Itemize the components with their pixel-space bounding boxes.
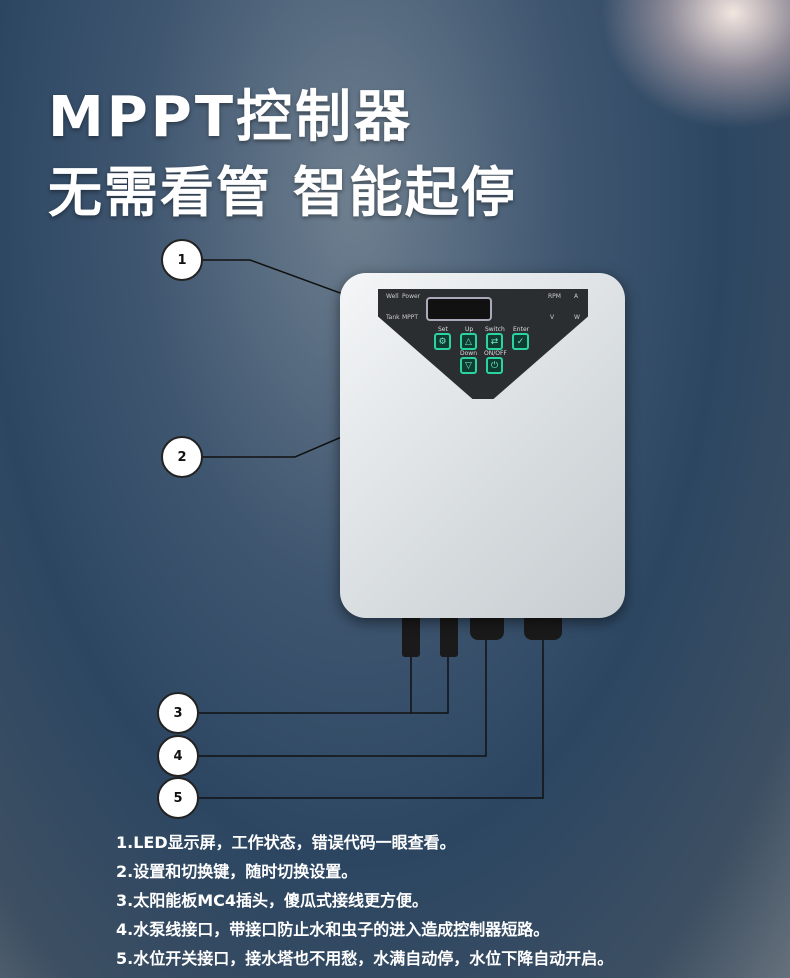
set-button[interactable]: ⚙: [434, 333, 451, 350]
indicator-a: A: [574, 293, 579, 300]
down-label: Down: [460, 350, 478, 357]
feature-2: 2.设置和切换键，随时切换设置。: [116, 862, 358, 881]
callout-3: 3: [157, 692, 199, 734]
mc4-connector-1: [402, 615, 420, 657]
onoff-label: ON/OFF: [484, 350, 507, 357]
power-icon: ⏻: [490, 360, 499, 371]
callout-2: 2: [161, 436, 203, 478]
gear-icon: ⚙: [438, 336, 447, 347]
triangle-down-icon: ▽: [465, 360, 472, 371]
feature-list: 1.LED显示屏，工作状态，错误代码一眼查看。 2.设置和切换键，随时切换设置。…: [116, 828, 766, 973]
mc4-connector-2: [440, 615, 458, 657]
led-display: [426, 297, 492, 321]
indicator-well: Well: [386, 293, 399, 300]
callout-1: 1: [161, 239, 203, 281]
switch-label: Switch: [485, 326, 505, 333]
onoff-button[interactable]: ⏻: [486, 357, 503, 374]
light-flare: [600, 0, 790, 130]
indicator-power: Power: [402, 293, 421, 300]
indicator-w: W: [574, 314, 580, 321]
check-icon: ✓: [516, 336, 525, 347]
callout-4: 4: [157, 735, 199, 777]
switch-button[interactable]: ⇄: [486, 333, 503, 350]
down-button[interactable]: ▽: [460, 357, 477, 374]
set-label: Set: [438, 326, 448, 333]
indicator-v: V: [550, 314, 555, 321]
callout-5: 5: [157, 777, 199, 819]
feature-3: 3.太阳能板MC4插头，傻瓜式接线更方便。: [116, 891, 429, 910]
triangle-up-icon: △: [465, 336, 472, 347]
up-button[interactable]: △: [460, 333, 477, 350]
indicator-rpm: RPM: [548, 293, 561, 300]
feature-1: 1.LED显示屏，工作状态，错误代码一眼查看。: [116, 833, 456, 852]
headline-line1: MPPT控制器: [48, 85, 414, 150]
feature-5: 5.水位开关接口，接水塔也不用愁，水满自动停，水位下降自动开启。: [116, 949, 614, 968]
control-panel: Well Power Tank MPPT RPM A V W: [378, 289, 588, 399]
indicator-tank: Tank: [386, 314, 400, 321]
up-label: Up: [465, 326, 474, 333]
enter-button[interactable]: ✓: [512, 333, 529, 350]
indicator-mppt: MPPT: [402, 314, 419, 321]
mppt-controller: Well Power Tank MPPT RPM A V W Set ⚙ Up …: [340, 273, 625, 618]
switch-icon: ⇄: [490, 336, 499, 347]
headline-line2: 无需看管 智能起停: [48, 161, 517, 224]
feature-4: 4.水泵线接口，带接口防止水和虫子的进入造成控制器短路。: [116, 920, 550, 939]
enter-label: Enter: [513, 326, 530, 333]
